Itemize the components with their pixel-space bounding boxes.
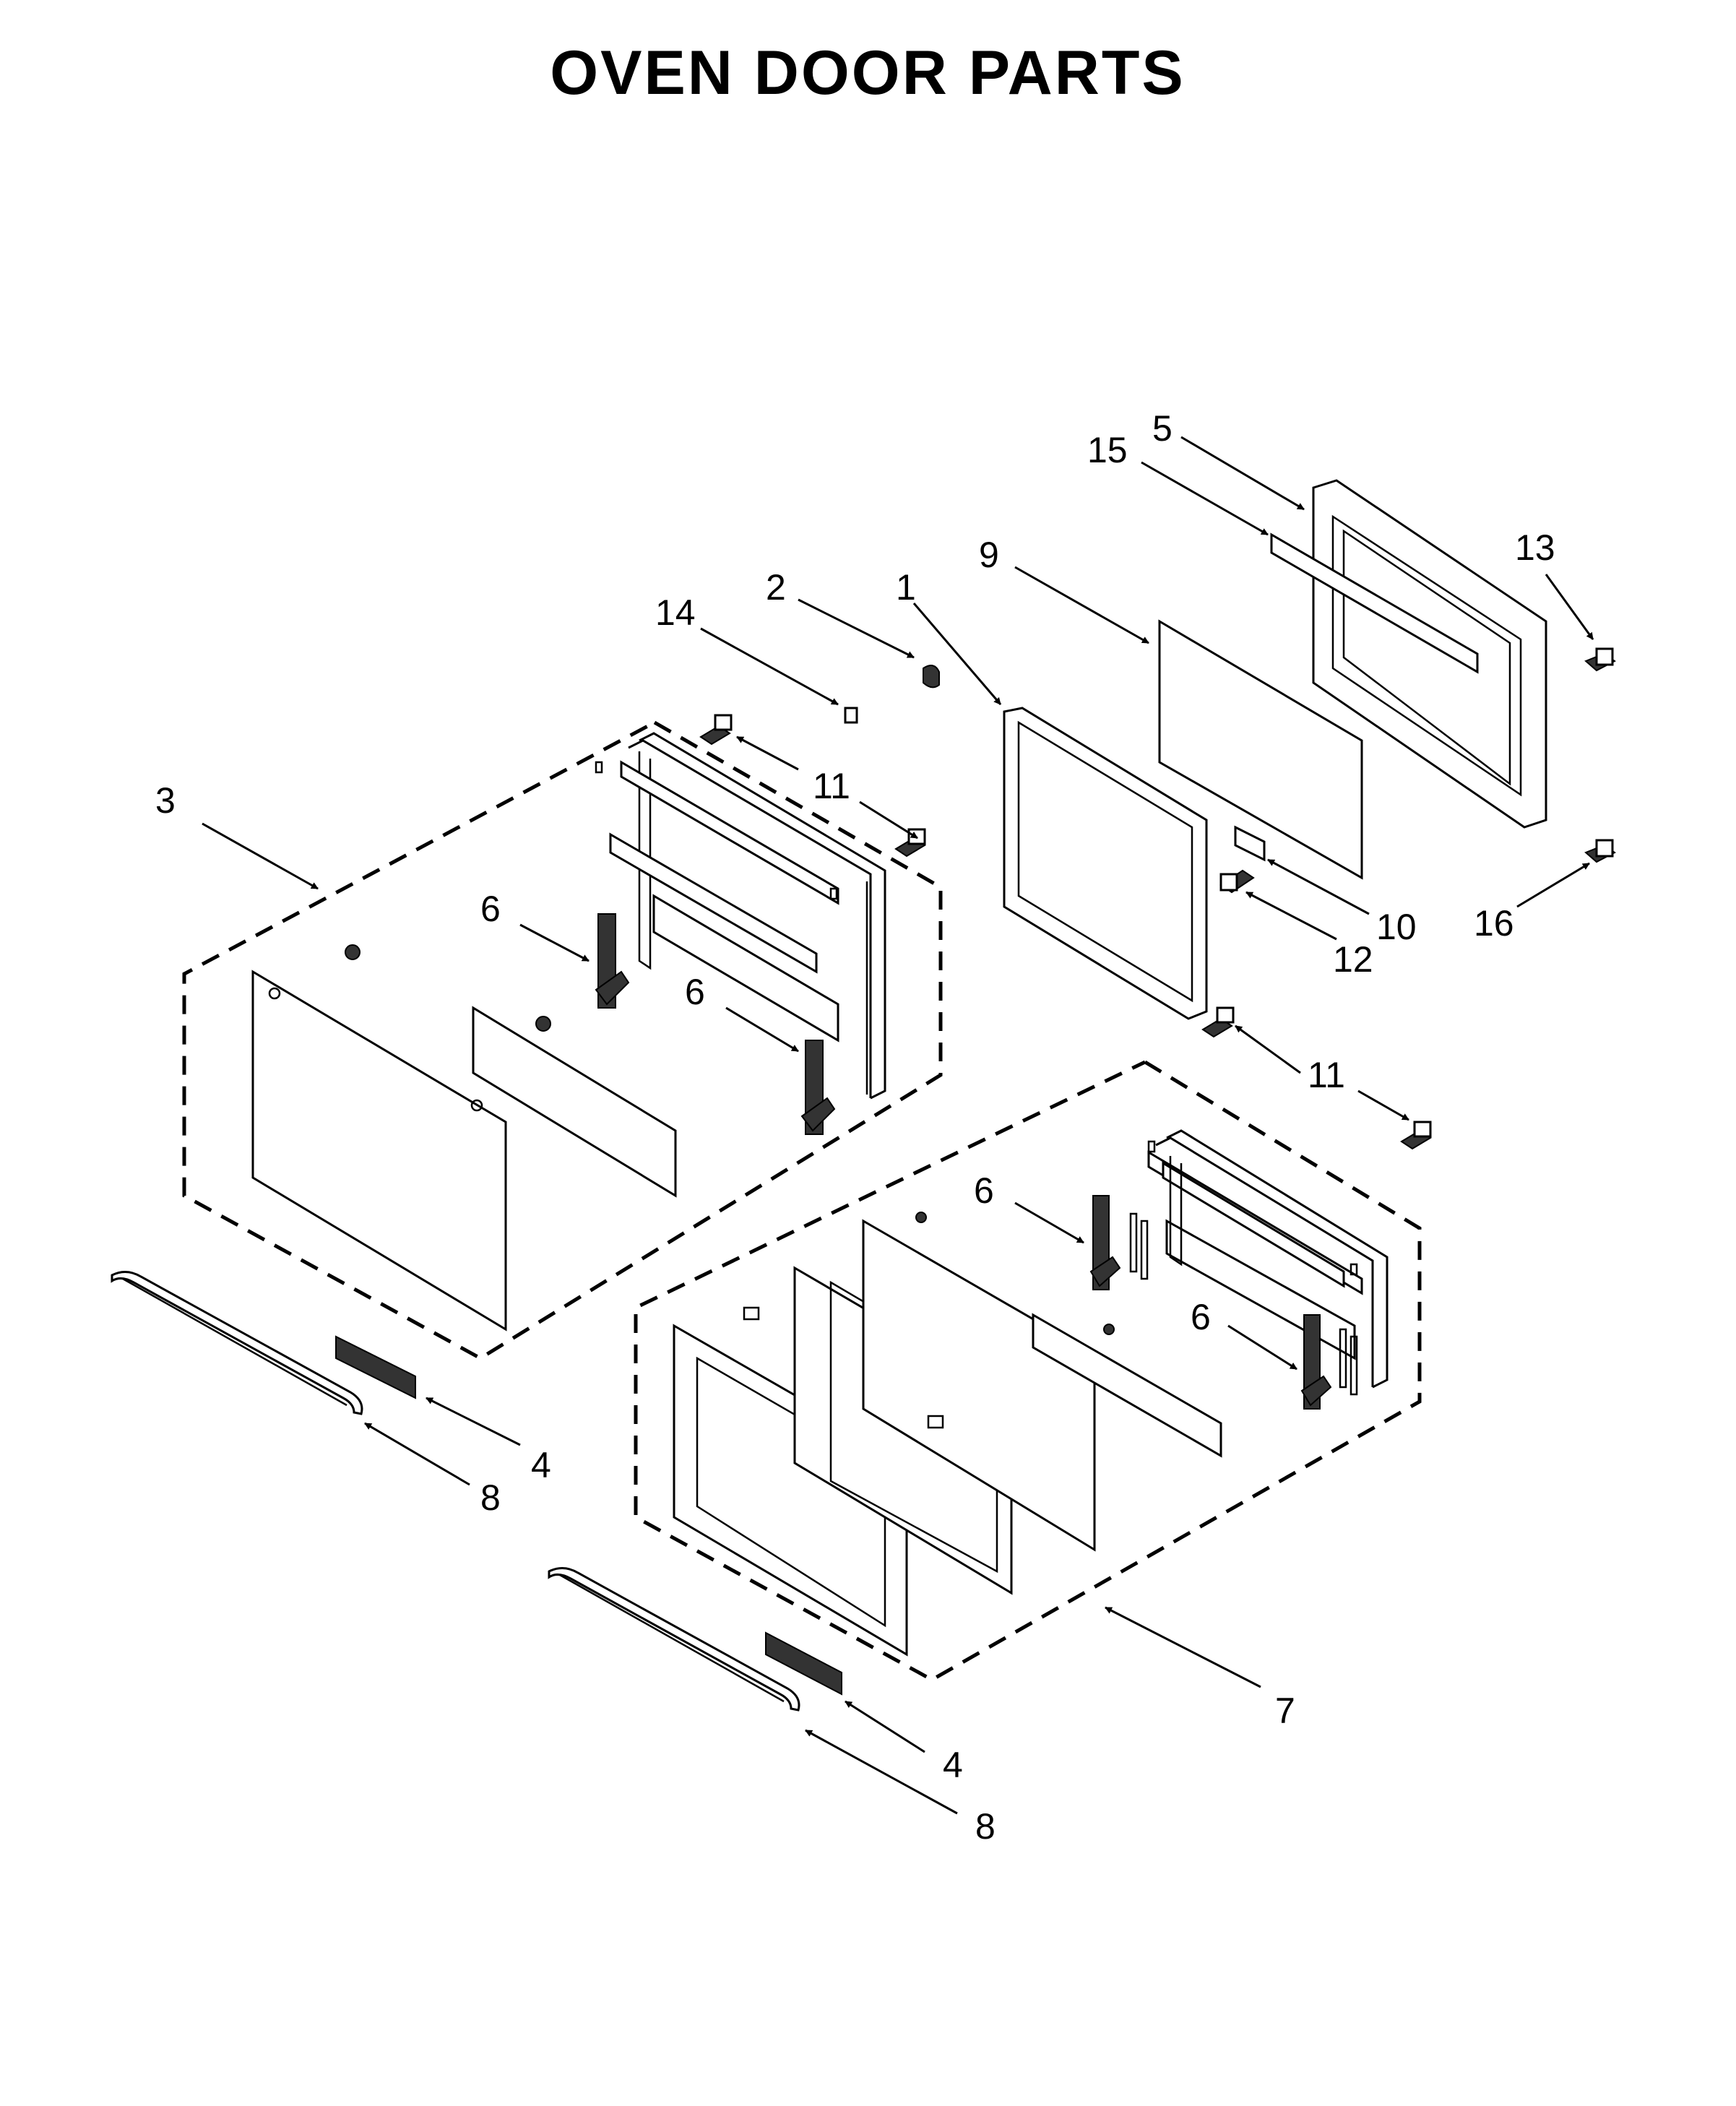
callout-6-upper-right: 6 [685, 972, 705, 1012]
callout-labels: 5 15 13 9 2 1 14 3 11 6 6 10 12 16 11 6 … [155, 408, 1555, 1847]
callout-13: 13 [1515, 527, 1555, 568]
upper-hinge-left [595, 913, 630, 1009]
callout-11-lower: 11 [1308, 1055, 1345, 1095]
callout-6-upper-left: 6 [480, 889, 501, 929]
upper-screw-left [699, 714, 733, 746]
callout-4-upper: 4 [531, 1445, 551, 1485]
callout-5: 5 [1152, 408, 1173, 449]
lower-door-assembly [634, 1006, 1432, 1682]
leader-lines [202, 436, 1594, 1815]
callout-1: 1 [896, 567, 916, 608]
screw-12 [1219, 869, 1255, 894]
assembly-outline-lower [634, 1060, 1422, 1682]
lower-handle [548, 1567, 800, 1712]
upper-badge [335, 1335, 416, 1399]
upper-outer-glass [251, 970, 507, 1332]
lower-outer-glass [862, 1219, 1096, 1552]
lower-vent-strip [1032, 1313, 1222, 1458]
upper-handle [111, 1271, 363, 1415]
callout-2: 2 [766, 567, 786, 608]
clip-2 [923, 665, 940, 689]
callout-8-upper: 8 [480, 1477, 501, 1518]
door-frame-5 [1270, 479, 1547, 829]
callout-3: 3 [155, 780, 176, 821]
callout-9: 9 [979, 535, 999, 575]
callout-7: 7 [1275, 1691, 1295, 1731]
upper-hinge-right [800, 1040, 836, 1135]
callout-12: 12 [1333, 939, 1373, 980]
callout-6-lower-right: 6 [1191, 1297, 1211, 1337]
bracket-10 [1234, 825, 1266, 862]
upper-door-assembly [182, 714, 943, 1360]
glass-pack-frame-1 [1003, 707, 1208, 1020]
assembly-outline-upper [182, 720, 943, 1360]
upper-vent-strip [472, 1006, 677, 1198]
lower-screw-left [1201, 1006, 1235, 1038]
lower-screw-right [1400, 1121, 1432, 1150]
lower-hinge-left [1089, 1195, 1149, 1290]
callout-11-upper: 11 [813, 766, 850, 806]
callout-14: 14 [655, 592, 696, 633]
upper-inner-frame [595, 732, 886, 1100]
callout-15: 15 [1087, 430, 1128, 470]
bracket-14 [844, 707, 858, 724]
callout-6-lower-left: 6 [974, 1170, 994, 1211]
callout-16: 16 [1474, 903, 1514, 944]
callout-10: 10 [1376, 907, 1417, 947]
callout-4-lower: 4 [943, 1745, 963, 1785]
inner-glass-9 [1158, 619, 1363, 880]
screw-13 [1584, 647, 1616, 672]
screw-16 [1584, 839, 1616, 863]
callout-8-lower: 8 [975, 1806, 996, 1847]
lower-hinge-right [1300, 1314, 1358, 1410]
page-title: OVEN DOOR PARTS [550, 38, 1186, 108]
lower-badge [765, 1631, 842, 1696]
